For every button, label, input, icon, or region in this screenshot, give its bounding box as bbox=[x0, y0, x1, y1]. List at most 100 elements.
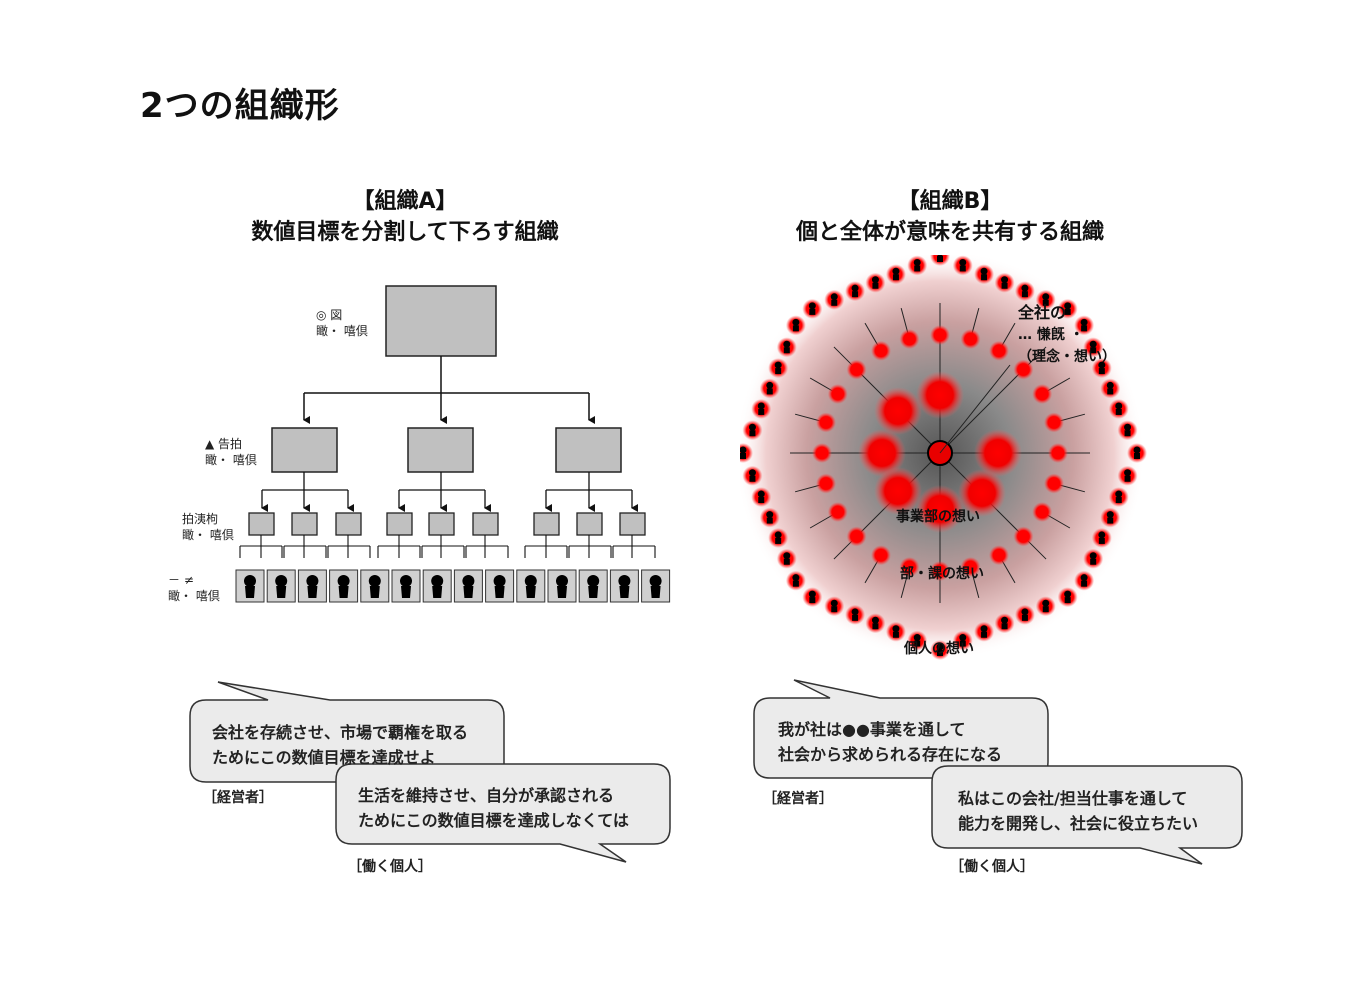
section-node bbox=[1048, 443, 1068, 463]
business-division-label: 事業部の想い bbox=[896, 509, 980, 525]
section-node bbox=[1013, 526, 1034, 547]
section-node bbox=[930, 325, 950, 345]
individual-person bbox=[1035, 289, 1056, 310]
individual-cell bbox=[641, 569, 671, 603]
org-a-manager-caption: ［経営者］ bbox=[203, 790, 273, 806]
section-node bbox=[899, 556, 920, 577]
individual-person bbox=[776, 337, 797, 358]
org-a-title: 【組織A】 bbox=[352, 189, 458, 214]
individual-person bbox=[1091, 527, 1112, 548]
org-b-worker-bubble bbox=[931, 765, 1243, 865]
business-division-node bbox=[958, 469, 1006, 517]
individual-cell bbox=[578, 569, 608, 603]
business-division-node bbox=[874, 467, 922, 515]
speech-bubbles bbox=[189, 679, 1243, 865]
section-node bbox=[960, 329, 981, 350]
individual-cell bbox=[609, 569, 639, 603]
individual-person bbox=[994, 272, 1015, 293]
individual-person bbox=[742, 420, 763, 441]
org-a-worker-caption: ［働く個人］ bbox=[348, 859, 432, 875]
individual-person bbox=[1083, 337, 1104, 358]
section-node bbox=[846, 359, 867, 380]
individual-person bbox=[785, 315, 806, 336]
individual-person bbox=[907, 630, 928, 651]
individual-cell bbox=[235, 569, 265, 603]
section-node bbox=[1032, 502, 1053, 522]
individual-person bbox=[994, 613, 1015, 634]
org-b-manager-text: 我が社は●●事業を通して 社会から求められる存在になる bbox=[778, 720, 1003, 764]
section-node bbox=[1043, 412, 1064, 433]
org-a-heading: 【組織A】 数値目標を分割して下ろす組織 bbox=[200, 186, 610, 248]
individual-person bbox=[1057, 298, 1078, 319]
section-node bbox=[930, 561, 950, 581]
section-node bbox=[871, 340, 891, 361]
section-node bbox=[899, 329, 920, 350]
individual-person bbox=[974, 621, 995, 642]
section-node bbox=[989, 545, 1009, 566]
individual-person bbox=[740, 443, 754, 463]
individual-cell bbox=[297, 569, 327, 603]
page-title: 2つの組織形 bbox=[140, 86, 340, 126]
section-node bbox=[816, 473, 837, 494]
org-b-worker-text: 私はこの会社/担当仕事を通して 能力を開発し、社会に役立ちたい bbox=[958, 789, 1199, 833]
org-a-hierarchy-diagram bbox=[235, 285, 671, 603]
section-node bbox=[812, 443, 832, 463]
individual-cell bbox=[547, 569, 577, 603]
section-node bbox=[1013, 359, 1034, 380]
individual-person bbox=[952, 255, 973, 276]
individual-person bbox=[1074, 315, 1095, 336]
individual-person bbox=[742, 465, 763, 486]
level-label-section: 拍洟枸 瞰・ 嘻倶 bbox=[182, 512, 234, 542]
individual-row bbox=[235, 569, 671, 603]
individual-person bbox=[759, 507, 780, 528]
individual-person bbox=[1108, 487, 1129, 508]
individual-cell bbox=[453, 569, 483, 603]
individual-person bbox=[974, 264, 995, 285]
individual-person bbox=[785, 570, 806, 591]
individual-person bbox=[845, 281, 866, 302]
individual-person bbox=[885, 621, 906, 642]
section-node bbox=[1032, 384, 1053, 404]
individual-person bbox=[824, 596, 845, 617]
individual-cell bbox=[391, 569, 421, 603]
individual-person bbox=[768, 358, 789, 379]
individual-person bbox=[802, 587, 823, 608]
section-boxes bbox=[248, 512, 646, 536]
individual-person bbox=[1100, 378, 1121, 399]
individual-person bbox=[930, 255, 950, 267]
level-label-top: ◎ 図 瞰・ 嘻倶 bbox=[316, 308, 368, 338]
individual-person bbox=[1126, 443, 1147, 463]
individual-cell bbox=[329, 569, 359, 603]
individual-person bbox=[802, 298, 823, 319]
individual-cell bbox=[422, 569, 452, 603]
individual-person bbox=[865, 272, 886, 293]
division-boxes bbox=[271, 427, 622, 473]
individual-person bbox=[1074, 570, 1095, 591]
org-a-worker-bubble bbox=[335, 763, 671, 863]
individual-person bbox=[1091, 358, 1112, 379]
section-label: 部・課の想い bbox=[900, 566, 984, 582]
org-b-radial-diagram bbox=[740, 255, 1147, 660]
individual-cell bbox=[485, 569, 515, 603]
business-division-node bbox=[874, 387, 922, 435]
individual-cell bbox=[516, 569, 546, 603]
level-label-division: ▲ 告拍 瞰・ 嘻倶 bbox=[205, 437, 257, 467]
business-division-node bbox=[974, 429, 1022, 477]
individual-person bbox=[952, 630, 973, 651]
individual-person bbox=[1057, 587, 1078, 608]
individual-person bbox=[930, 639, 950, 660]
individual-person bbox=[1108, 398, 1129, 419]
business-division-node bbox=[916, 371, 964, 419]
business-division-node bbox=[858, 429, 906, 477]
section-node bbox=[871, 545, 891, 566]
org-a-manager-text: 会社を存続させ、市場で覇権を取る ためにこの数値目標を達成せよ bbox=[212, 723, 469, 767]
individual-person bbox=[759, 378, 780, 399]
section-node bbox=[960, 556, 981, 577]
individual-person bbox=[885, 264, 906, 285]
individual-cell bbox=[266, 569, 296, 603]
top-management-box bbox=[385, 285, 497, 357]
section-node bbox=[827, 384, 848, 404]
individual-person bbox=[1014, 604, 1035, 625]
individual-person bbox=[1117, 465, 1138, 486]
individual-cell bbox=[360, 569, 390, 603]
